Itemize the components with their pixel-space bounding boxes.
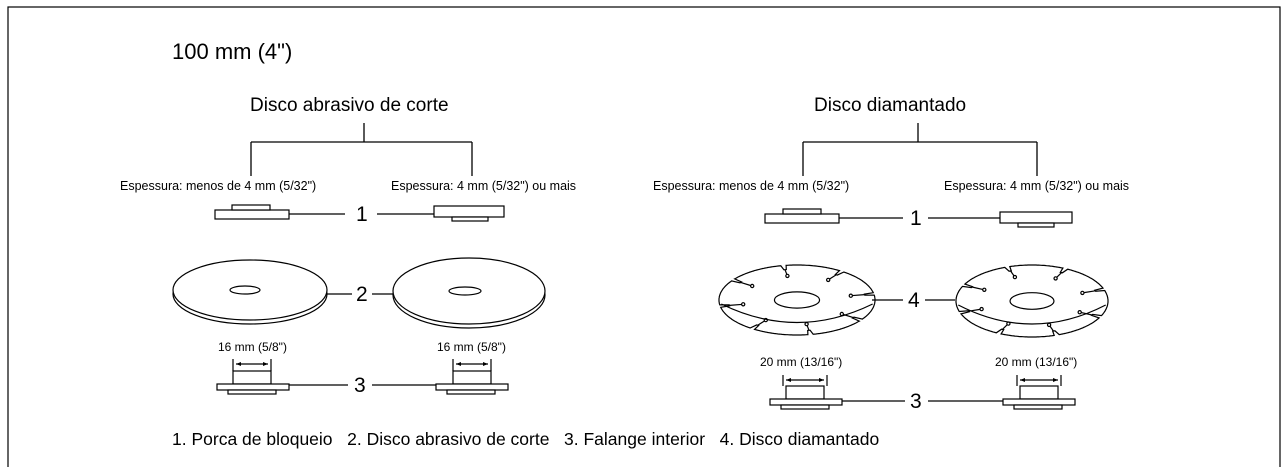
diamond-disc-slot xyxy=(850,294,865,297)
abrasive-disc-left xyxy=(172,259,328,325)
abrasive-thick-label: Espessura: 4 mm (5/32") ou mais xyxy=(391,179,577,193)
diamond-disc-hole xyxy=(773,291,821,309)
diamond-dim-left: 20 mm (13/16") xyxy=(760,355,843,369)
diamond-heading: Disco diamantado xyxy=(814,95,967,116)
callout-dia-3: 3 xyxy=(910,390,922,413)
page-title: 100 mm (4") xyxy=(172,39,293,64)
callout-dia-4: 4 xyxy=(908,289,920,312)
diamond-disc-slot-end xyxy=(1012,274,1018,280)
diamond-bracket xyxy=(802,123,1038,176)
callout-dia-1: 1 xyxy=(910,207,922,230)
abrasive-flange-right xyxy=(435,359,509,395)
diamond-disc-slot-end xyxy=(1077,310,1082,315)
diamond-thin-label: Espessura: menos de 4 mm (5/32") xyxy=(653,179,850,193)
diamond-disc-hole xyxy=(1009,292,1055,310)
diamond-disc-slot xyxy=(729,303,744,306)
diamond-disc-slot-end xyxy=(979,306,984,312)
callout-abr-3: 3 xyxy=(354,374,366,397)
abrasive-dim-left: 16 mm (5/8") xyxy=(218,340,287,354)
diamond-disc-slot-end xyxy=(1046,322,1052,328)
abrasive-locknut-right xyxy=(433,205,505,222)
diamond-disc-slot-end xyxy=(982,287,987,292)
diamond-disc-slot-end xyxy=(1080,290,1085,296)
diamond-disc-slot-end xyxy=(741,302,746,307)
diamond-disc-slot-end xyxy=(750,283,755,289)
abrasive-heading: Disco abrasivo de corte xyxy=(250,95,449,116)
diamond-disc-slot-end xyxy=(1053,276,1058,281)
diamond-disc-slot-end xyxy=(826,277,831,283)
diamond-disc-slot-end xyxy=(848,293,854,298)
callout-abr-1: 1 xyxy=(356,203,368,226)
diamond-flange-left xyxy=(769,375,843,410)
abrasive-thin-label: Espessura: menos de 4 mm (5/32") xyxy=(120,179,317,193)
callout-abr-2: 2 xyxy=(356,283,368,306)
abrasive-locknut-left xyxy=(214,204,290,220)
diamond-disc-slot-end xyxy=(804,321,809,327)
frame-border xyxy=(7,6,1281,467)
diamond-disc-left xyxy=(718,264,876,336)
abrasive-dim-right: 16 mm (5/8") xyxy=(437,340,506,354)
diamond-disc-slot-end xyxy=(785,273,790,279)
abrasive-bracket xyxy=(250,123,473,176)
diamond-thick-label: Espessura: 4 mm (5/32") ou mais xyxy=(944,179,1130,193)
abrasive-disc-right xyxy=(392,257,546,329)
diamond-locknut-right xyxy=(999,211,1073,228)
diamond-flange-right xyxy=(1002,375,1076,410)
diamond-locknut-left xyxy=(764,208,840,224)
diamond-disc-edge xyxy=(958,304,1106,325)
diamond-disc-edge xyxy=(721,303,873,323)
parts-legend: 1. Porca de bloqueio 2. Disco abrasivo d… xyxy=(172,429,880,449)
diamond-dim-right: 20 mm (13/16") xyxy=(995,355,1078,369)
diamond-disc-right xyxy=(955,264,1109,338)
abrasive-flange-left xyxy=(216,359,290,395)
